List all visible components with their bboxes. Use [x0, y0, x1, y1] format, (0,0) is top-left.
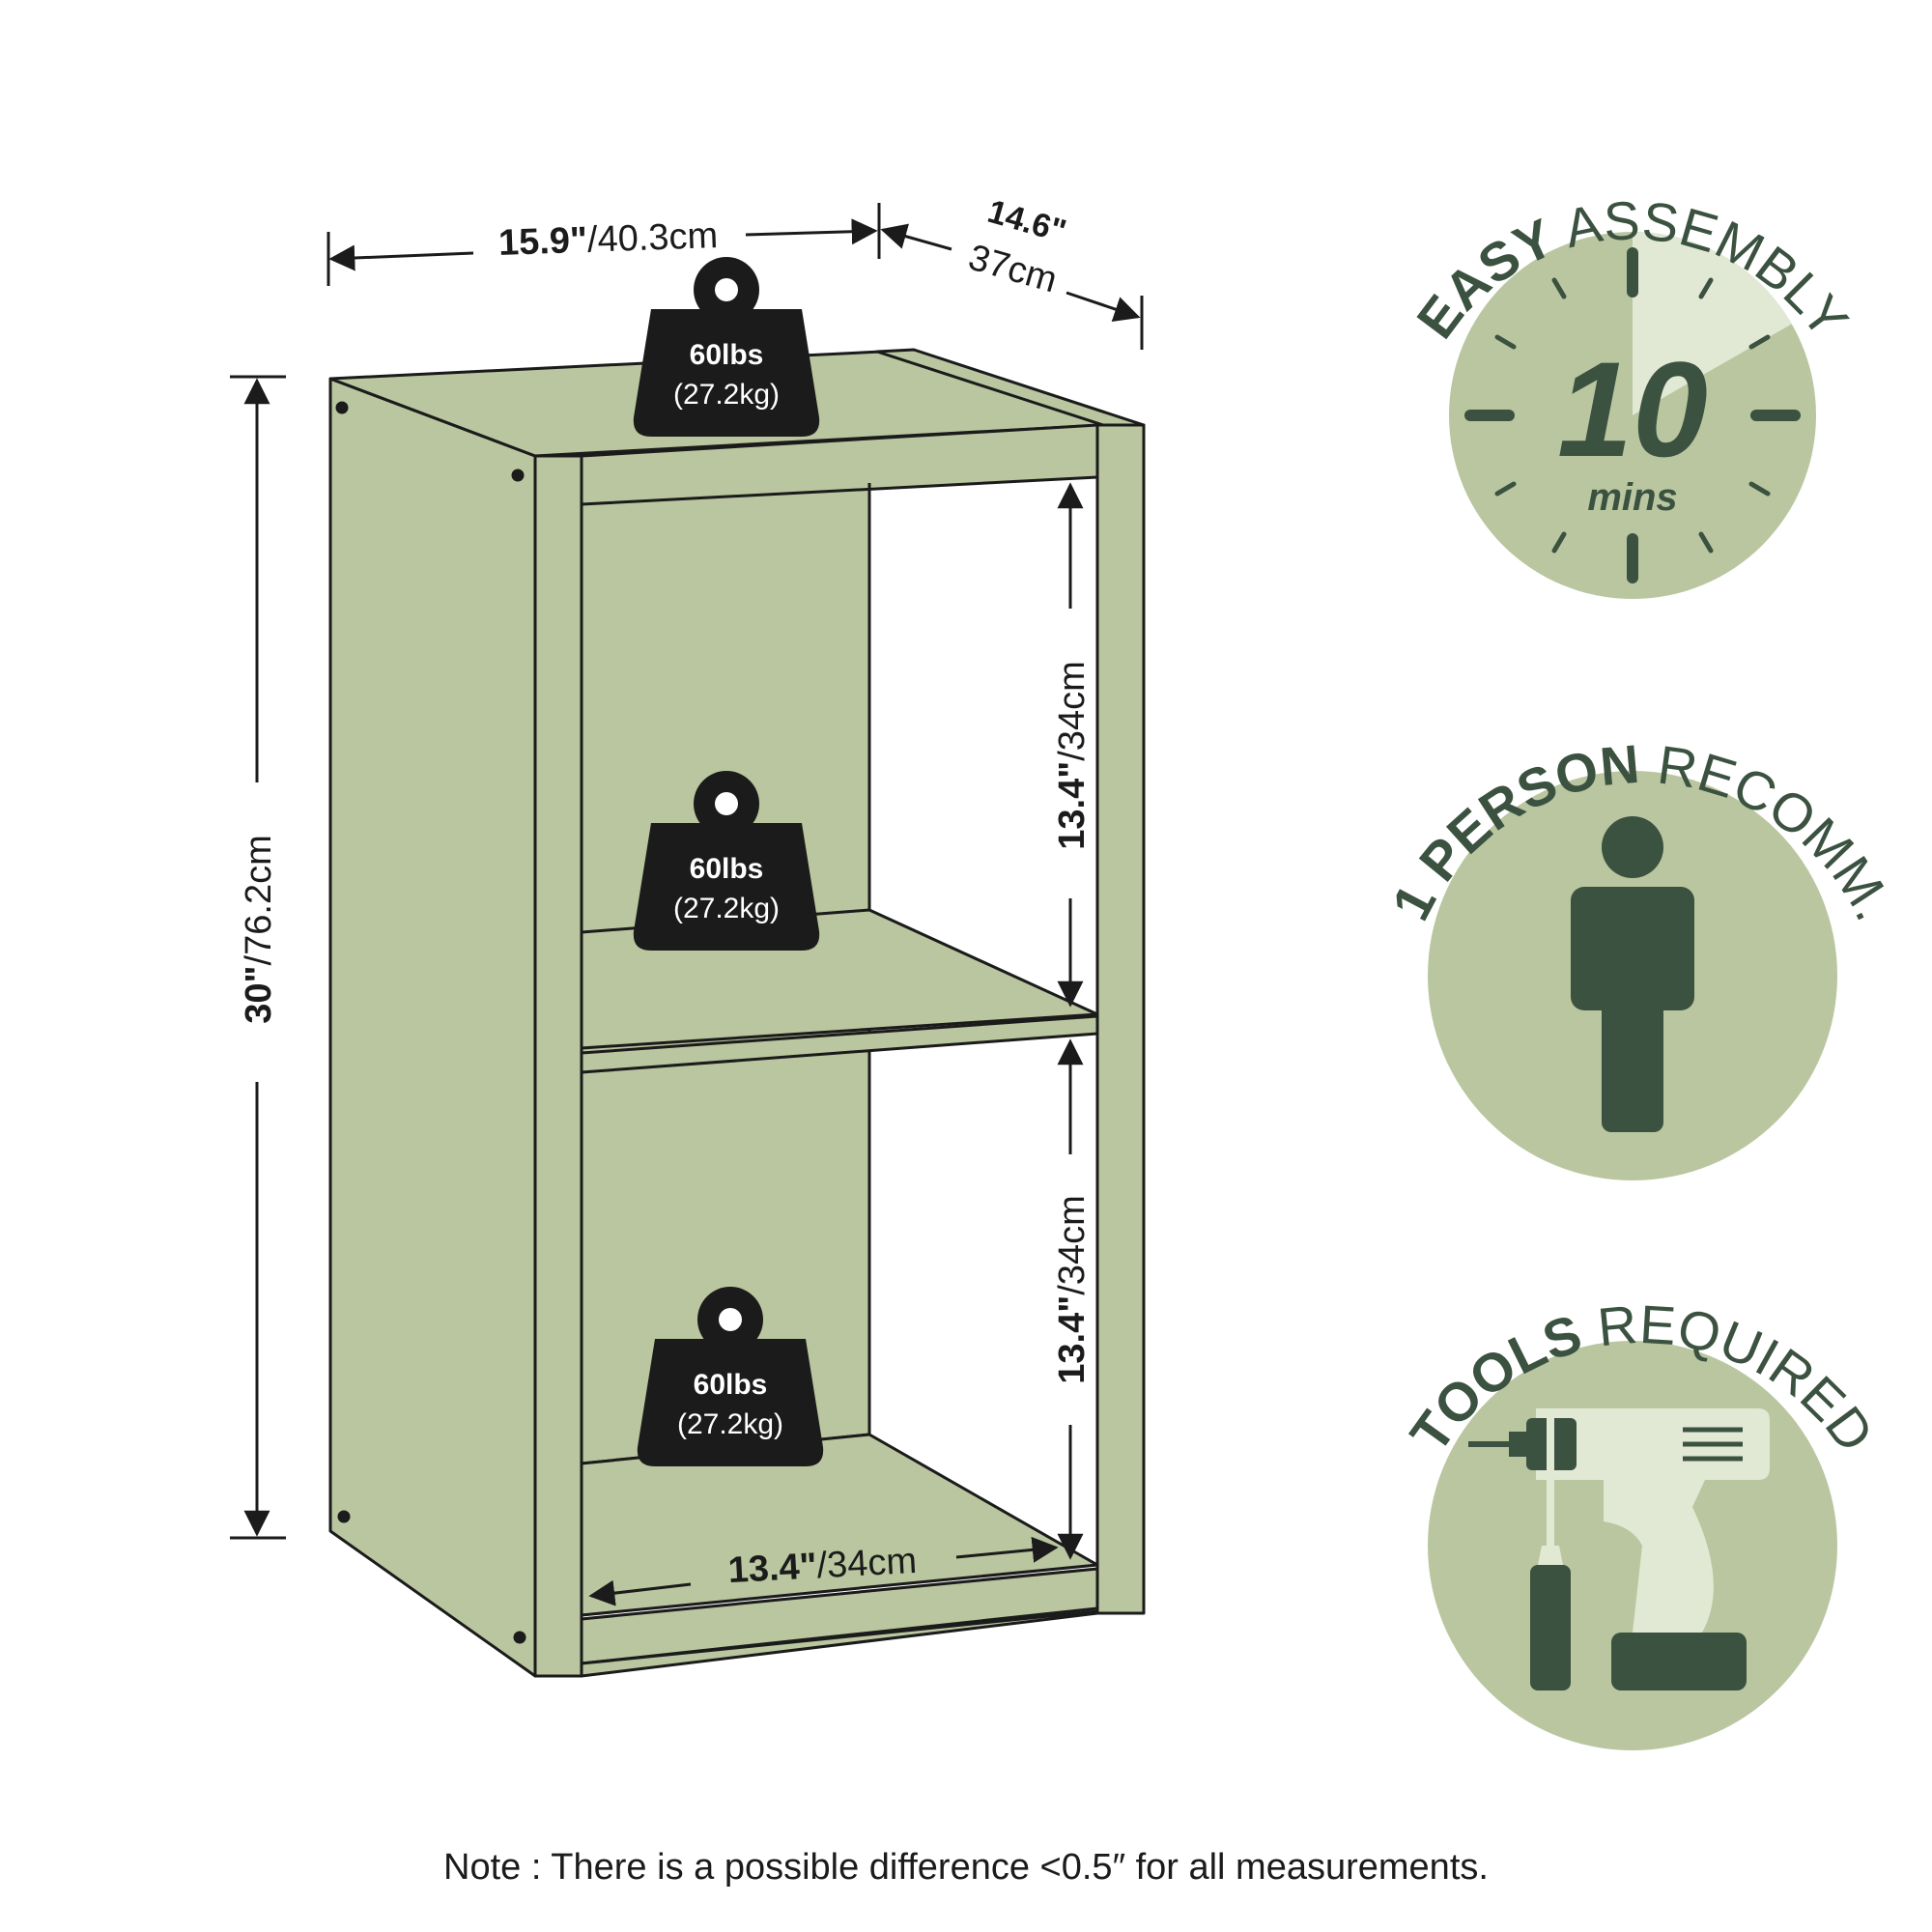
shelf-bottom-base [580, 1609, 1099, 1678]
shelf-front-right-edge [1095, 423, 1146, 1615]
shelf-left-side [328, 377, 537, 1678]
cubby-width-dimension-label: 13.4"/34cm [727, 1541, 918, 1591]
clock-timer-icon [1464, 247, 1801, 583]
screw-icon [511, 469, 525, 482]
weight-kg-label: (27.2kg) [673, 379, 780, 411]
depth-dimension-bold: 14.6" [983, 193, 1070, 250]
drill-screwdriver-icon [1468, 1408, 1770, 1690]
weight-capacity-top: 60lbs (27.2kg) [633, 257, 820, 437]
shelf-top-rail [580, 423, 1099, 506]
weight-lbs-label: 60lbs [690, 339, 764, 371]
timer-wedge [1633, 232, 1792, 415]
height-dimension-label: 30"/76.2cm [239, 835, 279, 1023]
depth-dimension-normal: 37cm [964, 237, 1062, 300]
weight-icon [637, 1287, 824, 1466]
dimension-lines [230, 203, 1144, 1606]
width-dimension-label: 15.9"/40.3cm [497, 215, 718, 264]
shelf-middle-front [580, 1014, 1099, 1074]
measurement-note: Note : There is a possible difference <0… [443, 1847, 1489, 1888]
cubby-upper-dimension-label: 13.4"/34cm [1052, 661, 1093, 849]
assembly-minutes-unit: mins [1587, 476, 1677, 519]
cubby-lower-dimension-label: 13.4"/34cm [1052, 1195, 1093, 1383]
shelf-bottom-rail [580, 1567, 1099, 1665]
screw-icon [335, 401, 349, 414]
weight-capacity-middle: 60lbs (27.2kg) [633, 771, 820, 951]
weight-lbs-label: 60lbs [694, 1369, 768, 1401]
weight-kg-label: (27.2kg) [673, 893, 780, 924]
shelf-front-left-edge [533, 454, 583, 1678]
weight-kg-label: (27.2kg) [677, 1408, 783, 1440]
person-icon [1571, 816, 1694, 1132]
screw-icon [337, 1510, 351, 1523]
bookshelf-drawing [328, 348, 1146, 1678]
assembly-minutes-number: 10 [1557, 333, 1708, 485]
weight-icon [633, 771, 820, 951]
weight-capacity-bottom: 60lbs (27.2kg) [637, 1287, 824, 1466]
weight-icon [633, 257, 820, 437]
weight-lbs-label: 60lbs [690, 853, 764, 885]
badge-tools-required: TOOLS REQUIRED [1398, 1293, 1886, 1750]
screw-icon [513, 1631, 526, 1644]
badge-person-recommended: 1 PERSON RECOMM. [1379, 733, 1905, 1180]
badge-easy-assembly: 10 mins EASY ASSEMBLY [1405, 189, 1861, 599]
